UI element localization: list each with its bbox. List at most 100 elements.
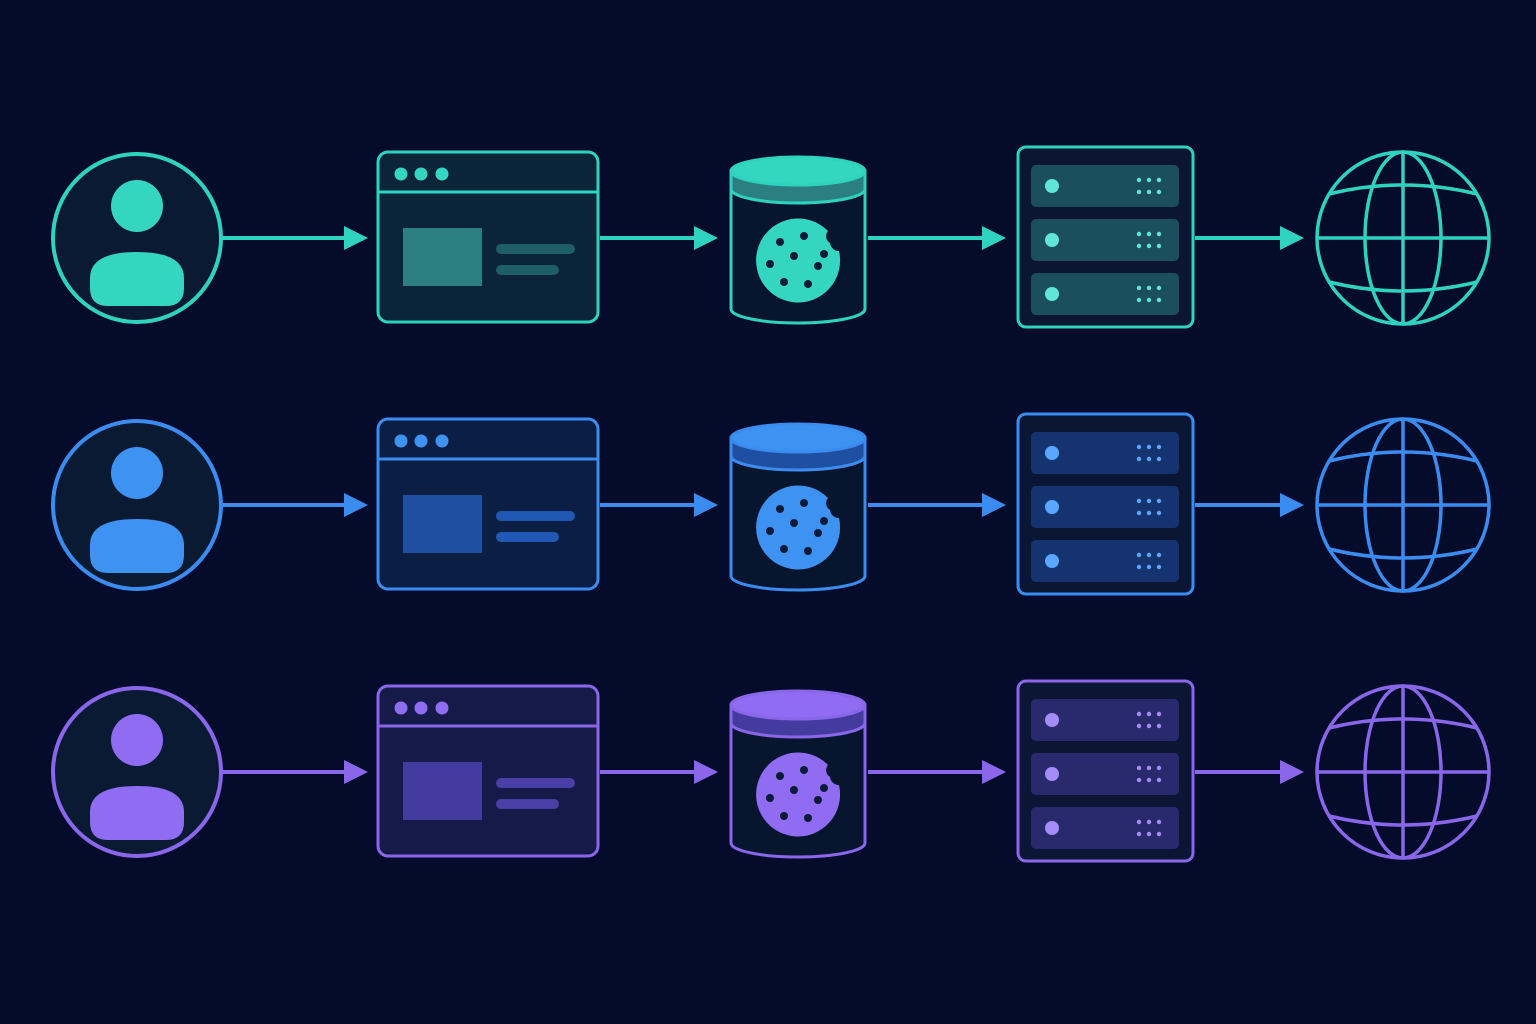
cookie-chip <box>780 278 788 286</box>
server-vent-dot <box>1146 498 1152 504</box>
cookie-chip <box>820 517 828 525</box>
server-vent-dot <box>1146 711 1152 717</box>
cookie-chip <box>804 814 812 822</box>
cookie-chip <box>800 766 808 774</box>
server-rack-icon <box>1016 679 1195 863</box>
browser-content-image <box>403 495 482 553</box>
browser-dot <box>394 167 408 181</box>
browser-window-icon <box>376 684 600 858</box>
globe-parallel <box>1328 717 1478 730</box>
server-rack-icon <box>1016 412 1195 596</box>
server-vent-dot <box>1146 285 1152 291</box>
user-icon <box>51 686 223 858</box>
server-vent-dot <box>1156 189 1162 195</box>
server-vent-dot <box>1136 819 1142 825</box>
server-vent-dot <box>1136 297 1142 303</box>
arrow-connector <box>600 493 718 517</box>
server-vent-dot <box>1146 765 1152 771</box>
browser-text-line <box>496 799 559 809</box>
cookie-chip <box>804 280 812 288</box>
flow-row-violet <box>51 679 1491 863</box>
browser-dot <box>435 434 449 448</box>
arrow-head <box>694 226 718 250</box>
server-vent-dot <box>1156 297 1162 303</box>
cookie-chip <box>820 784 828 792</box>
server-vent-dot <box>1136 765 1142 771</box>
server-vent-dot <box>1156 831 1162 837</box>
arrow-head <box>694 760 718 784</box>
cookie-jar-icon <box>729 689 867 859</box>
server-vent-dot <box>1146 456 1152 462</box>
browser-dot <box>414 701 428 715</box>
server-vent-dot <box>1146 189 1152 195</box>
server-led <box>1045 821 1059 835</box>
server-vent-dot <box>1136 243 1142 249</box>
server-vent-dot <box>1146 777 1152 783</box>
server-vent-dot <box>1136 711 1142 717</box>
server-vent-dot <box>1156 243 1162 249</box>
arrow-connector <box>868 226 1006 250</box>
cookie-chip <box>780 545 788 553</box>
server-led <box>1045 554 1059 568</box>
globe-parallel <box>1328 183 1478 196</box>
cookie-chip <box>776 505 784 513</box>
server-vent-dot <box>1156 777 1162 783</box>
cookie-chip <box>814 262 822 270</box>
server-led <box>1045 287 1059 301</box>
flow-row-blue <box>51 412 1491 596</box>
server-vent-dot <box>1146 297 1152 303</box>
server-unit <box>1031 165 1179 207</box>
server-led <box>1045 233 1059 247</box>
server-vent-dot <box>1146 243 1152 249</box>
server-vent-dot <box>1136 444 1142 450</box>
server-vent-dot <box>1146 552 1152 558</box>
server-unit <box>1031 486 1179 528</box>
globe-parallel <box>1328 450 1478 463</box>
arrow-head <box>982 760 1006 784</box>
server-vent-dot <box>1136 510 1142 516</box>
server-unit <box>1031 540 1179 582</box>
arrow-head <box>344 226 368 250</box>
arrow-connector <box>600 760 718 784</box>
server-vent-dot <box>1136 456 1142 462</box>
server-unit <box>1031 699 1179 741</box>
arrow-head <box>1280 226 1304 250</box>
server-vent-dot <box>1136 831 1142 837</box>
arrow-connector <box>222 226 368 250</box>
user-head <box>111 714 163 766</box>
arrow-head <box>982 226 1006 250</box>
server-led <box>1045 500 1059 514</box>
server-led <box>1045 446 1059 460</box>
browser-dot <box>394 701 408 715</box>
server-vent-dot <box>1156 456 1162 462</box>
server-vent-dot <box>1136 177 1142 183</box>
user-icon <box>51 152 223 324</box>
user-head <box>111 180 163 232</box>
arrow-head <box>982 493 1006 517</box>
cookie-chip <box>790 252 798 260</box>
globe-icon <box>1315 417 1491 593</box>
globe-parallel <box>1328 814 1478 827</box>
cookie-chip <box>766 527 774 535</box>
globe-icon <box>1315 150 1491 326</box>
arrow-connector <box>868 493 1006 517</box>
server-led <box>1045 713 1059 727</box>
server-vent-dot <box>1146 819 1152 825</box>
cookie-chip <box>800 499 808 507</box>
server-led <box>1045 179 1059 193</box>
arrow-head <box>694 493 718 517</box>
arrow-head <box>344 760 368 784</box>
server-unit <box>1031 753 1179 795</box>
server-vent-dot <box>1146 564 1152 570</box>
server-vent-dot <box>1146 231 1152 237</box>
cookie-chip <box>804 547 812 555</box>
jar-lid <box>729 422 867 454</box>
browser-window-icon <box>376 417 600 591</box>
server-vent-dot <box>1136 552 1142 558</box>
browser-dot <box>414 434 428 448</box>
cookie-chip <box>800 232 808 240</box>
arrow-connector <box>1195 226 1304 250</box>
cookie-chip <box>820 250 828 258</box>
user-head <box>111 447 163 499</box>
